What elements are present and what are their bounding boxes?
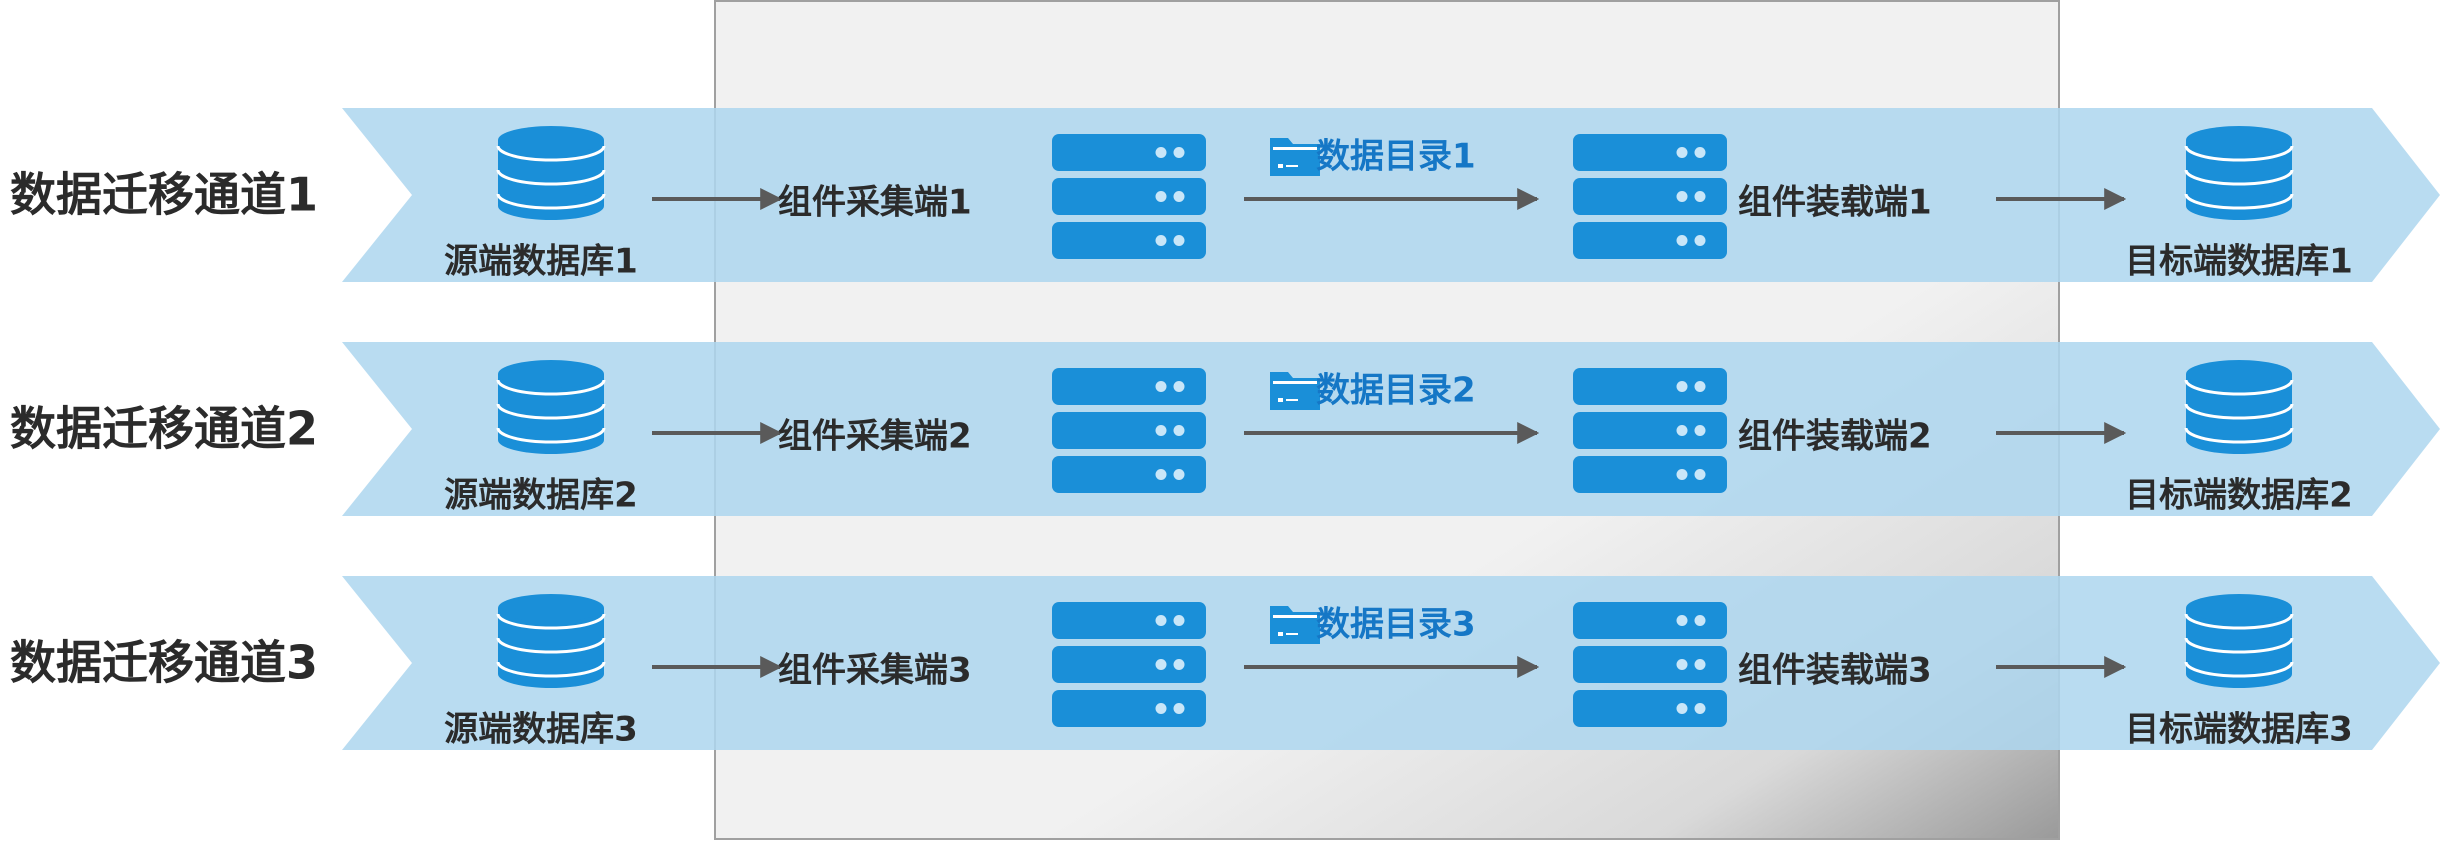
source-db-label: 源端数据库2 [444,476,638,516]
collector-server-icon [1052,134,1206,259]
target-database-icon [2184,360,2294,454]
catalog-label: 数据目录2 [1316,371,1476,411]
target-db-label: 目标端数据库3 [2125,710,2353,750]
migration-lane: 数据迁移通道1 源端数据库1 组件采集端1 数据目录1 组件装载端1 目标端数据库1 [10,108,2440,282]
migration-lane: 数据迁移通道3 源端数据库3 组件采集端3 数据目录3 组件装载端3 目标端数据库3 [10,576,2440,750]
source-db-label: 源端数据库1 [444,242,638,282]
channel-label: 数据迁移通道2 [10,402,318,456]
channel-label: 数据迁移通道3 [10,636,318,690]
collector-server-icon [1052,368,1206,493]
loader-server-icon [1573,602,1727,727]
source-database-icon [496,126,606,220]
lane-band [342,576,2440,750]
catalog-folder-icon [1270,138,1320,176]
target-db-label: 目标端数据库1 [2125,242,2353,282]
loader-label: 组件装载端2 [1738,417,1932,457]
migration-lane: 数据迁移通道2 源端数据库2 组件采集端2 数据目录2 组件装载端2 目标端数据库2 [10,342,2440,516]
target-db-label: 目标端数据库2 [2125,476,2353,516]
catalog-label: 数据目录3 [1316,605,1476,645]
source-database-icon [496,360,606,454]
catalog-label: 数据目录1 [1316,137,1476,177]
lane-band [342,342,2440,516]
loader-server-icon [1573,368,1727,493]
source-database-icon [496,594,606,688]
lane-band [342,108,2440,282]
catalog-folder-icon [1270,606,1320,644]
collector-label: 组件采集端1 [778,183,972,223]
channel-label: 数据迁移通道1 [10,168,318,222]
collector-label: 组件采集端2 [778,417,972,457]
loader-label: 组件装载端1 [1738,183,1932,223]
loader-server-icon [1573,134,1727,259]
collector-server-icon [1052,602,1206,727]
loader-label: 组件装载端3 [1738,651,1932,691]
source-db-label: 源端数据库3 [444,710,638,750]
target-database-icon [2184,126,2294,220]
catalog-folder-icon [1270,372,1320,410]
target-database-icon [2184,594,2294,688]
collector-label: 组件采集端3 [778,651,972,691]
